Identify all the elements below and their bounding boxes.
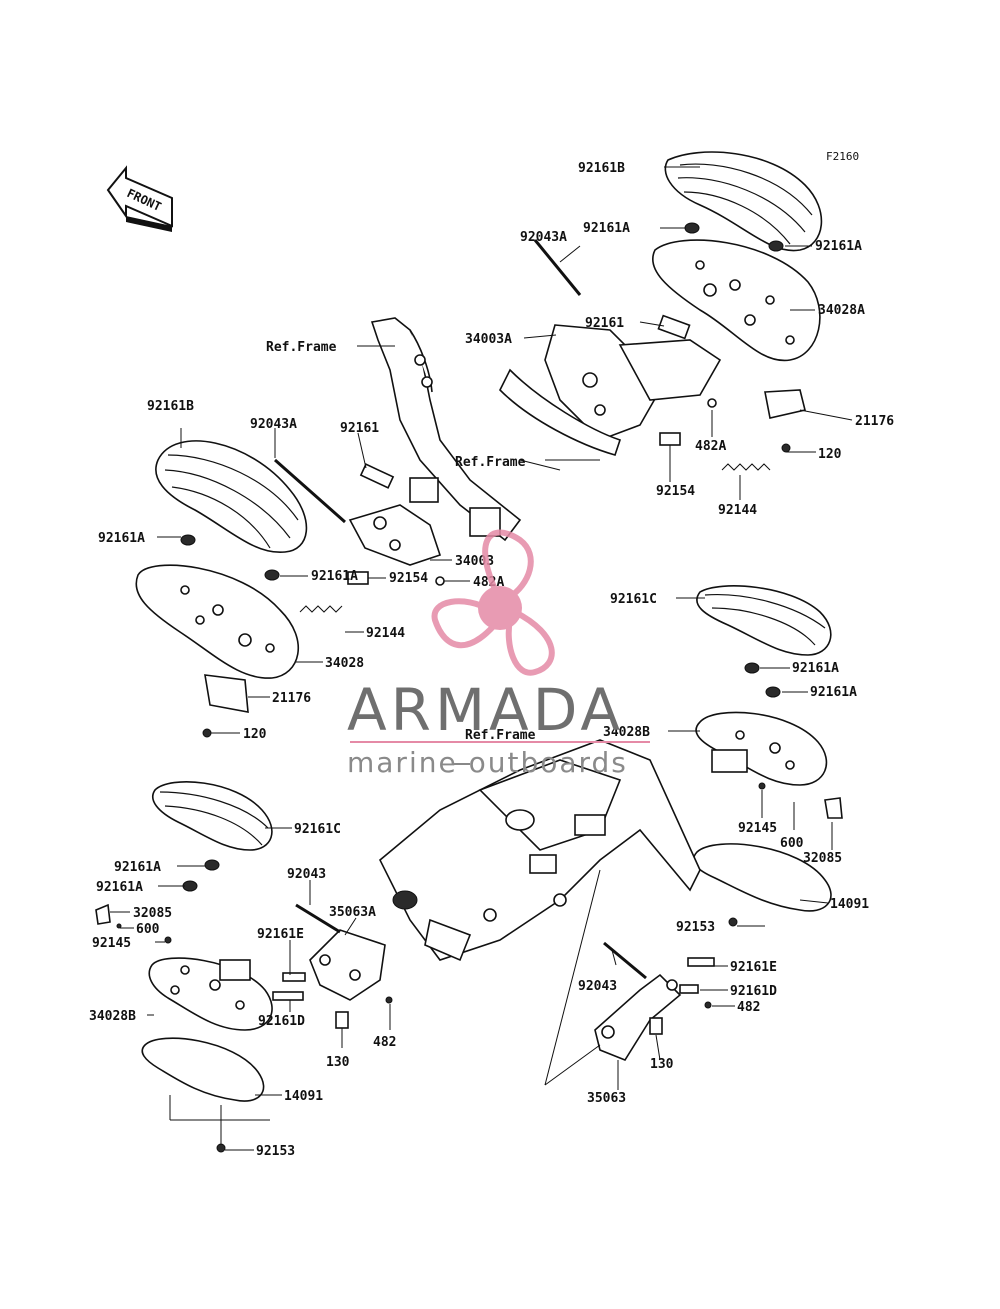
- callout-label: 92145: [738, 821, 777, 836]
- watermark-brand: ARMADA: [347, 676, 624, 744]
- leader-lines: [110, 166, 853, 1151]
- callout-label: 92161A: [311, 569, 358, 584]
- propeller-logo-icon: [431, 529, 555, 676]
- rider-footboard-left-drawing: [135, 440, 308, 738]
- callout-label: 21176: [272, 691, 311, 706]
- callout-label: 92043A: [520, 230, 567, 245]
- callout-label: 482A: [695, 439, 726, 454]
- callout-label: 34028B: [603, 725, 650, 740]
- callout-label: 92161: [340, 421, 379, 436]
- callout-label: 92161E: [730, 960, 777, 975]
- passenger-footboard-left-drawing: [95, 781, 273, 1153]
- callout-label: 600: [136, 922, 160, 937]
- callout-label: 482: [737, 1000, 760, 1015]
- callout-label: 14091: [284, 1089, 323, 1104]
- callout-label: 600: [780, 836, 804, 851]
- callout-label: 92161A: [810, 685, 857, 700]
- callout-label: 120: [243, 727, 267, 742]
- callout-label: 92161E: [257, 927, 304, 942]
- rider-footboard-right-drawing: [499, 151, 823, 471]
- callout-label: 92043A: [250, 417, 297, 432]
- callout-label: 92154: [389, 571, 428, 586]
- callout-label: 14091: [830, 897, 869, 912]
- callout-label: 21176: [855, 414, 894, 429]
- frame-upper-drawing: [274, 317, 522, 613]
- callout-label: 34028A: [818, 303, 865, 318]
- callout-label: 92161C: [294, 822, 341, 837]
- passenger-bracket-left-drawing: [272, 903, 393, 1029]
- callout-label: 92043: [578, 979, 617, 994]
- callout-label: 92161A: [98, 531, 145, 546]
- frame-lower-drawing: [379, 739, 701, 962]
- callout-label: 32085: [803, 851, 842, 866]
- callout-label: 92154: [656, 484, 695, 499]
- callout-label: 92161A: [792, 661, 839, 676]
- callout-label: 92153: [676, 920, 715, 935]
- watermark-tagline: marine outboards: [347, 746, 628, 779]
- front-arrow-icon: FRONT: [106, 165, 173, 232]
- callout-label: 92161A: [114, 860, 161, 875]
- callout-label: 92161A: [815, 239, 862, 254]
- callout-label: 92161: [585, 316, 624, 331]
- callout-label: 92145: [92, 936, 131, 951]
- passenger-footboard-right-drawing: [692, 585, 843, 927]
- callout-label: 92161C: [610, 592, 657, 607]
- callout-label: 92161D: [730, 984, 777, 999]
- callout-label: 92161B: [578, 161, 625, 176]
- callout-label: 92161A: [96, 880, 143, 895]
- ref-frame-label-top: Ref.Frame: [266, 340, 337, 355]
- callout-label: 92153: [256, 1144, 295, 1159]
- callout-label: 130: [650, 1057, 674, 1072]
- callout-label: 34003A: [465, 332, 512, 347]
- callout-labels: 92161B 92161A 92043A 92161A 34028A 34003…: [89, 161, 894, 1159]
- ref-frame-label-center: Ref.Frame: [465, 728, 536, 743]
- callout-label: 130: [326, 1055, 350, 1070]
- callout-label: 92144: [366, 626, 405, 641]
- callout-label: 34028: [325, 656, 364, 671]
- callout-label: 92161B: [147, 399, 194, 414]
- callout-label: 35063: [587, 1091, 626, 1106]
- armada-watermark: ARMADA marine outboards: [347, 529, 650, 779]
- figure-code: F2160: [826, 150, 859, 163]
- ref-frame-label-right: Ref.Frame: [455, 455, 526, 470]
- callout-label: 92161D: [258, 1014, 305, 1029]
- callout-label: 482: [373, 1035, 396, 1050]
- callout-label: 120: [818, 447, 842, 462]
- callout-label: 32085: [133, 906, 172, 921]
- callout-label: 92161A: [583, 221, 630, 236]
- callout-label: 34028B: [89, 1009, 136, 1024]
- callout-label: 92043: [287, 867, 326, 882]
- callout-label: 35063A: [329, 905, 376, 920]
- callout-label: 92144: [718, 503, 757, 518]
- passenger-bracket-right-drawing: [594, 941, 715, 1061]
